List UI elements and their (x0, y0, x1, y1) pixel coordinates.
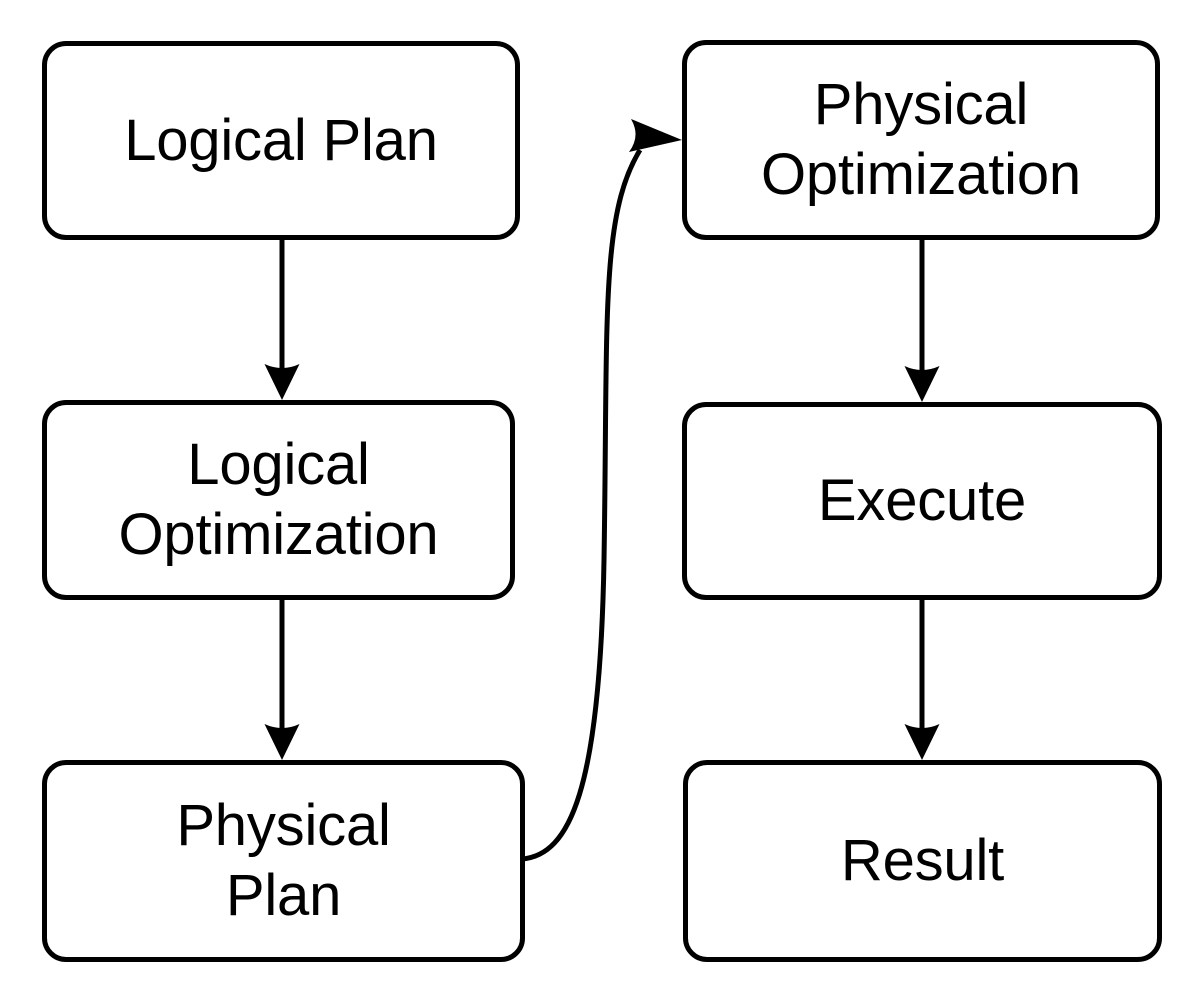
node-label-logical-optimization: Logical Optimization (118, 432, 439, 567)
node-label-execute: Execute (817, 468, 1027, 533)
node-physical-optimization[interactable]: Physical Optimization (682, 40, 1160, 240)
edge-execute-to-result (904, 600, 940, 760)
node-logical-plan[interactable]: Logical Plan (42, 41, 520, 240)
edge-logical-plan-to-logical-optimization (264, 240, 300, 400)
node-physical-plan[interactable]: Physical Plan (42, 760, 525, 962)
edge-physical-plan-to-physical-optimization (521, 119, 682, 862)
node-logical-optimization[interactable]: Logical Optimization (42, 400, 515, 600)
node-execute[interactable]: Execute (682, 402, 1162, 600)
node-label-result: Result (840, 828, 1005, 893)
node-label-physical-plan: Physical Plan (176, 793, 391, 928)
node-result[interactable]: Result (683, 760, 1162, 962)
edge-physical-optimization-to-execute (904, 240, 940, 402)
edge-logical-optimization-to-physical-plan (264, 600, 300, 760)
node-label-physical-optimization: Physical Optimization (761, 72, 1081, 207)
node-label-logical-plan: Logical Plan (124, 107, 438, 173)
